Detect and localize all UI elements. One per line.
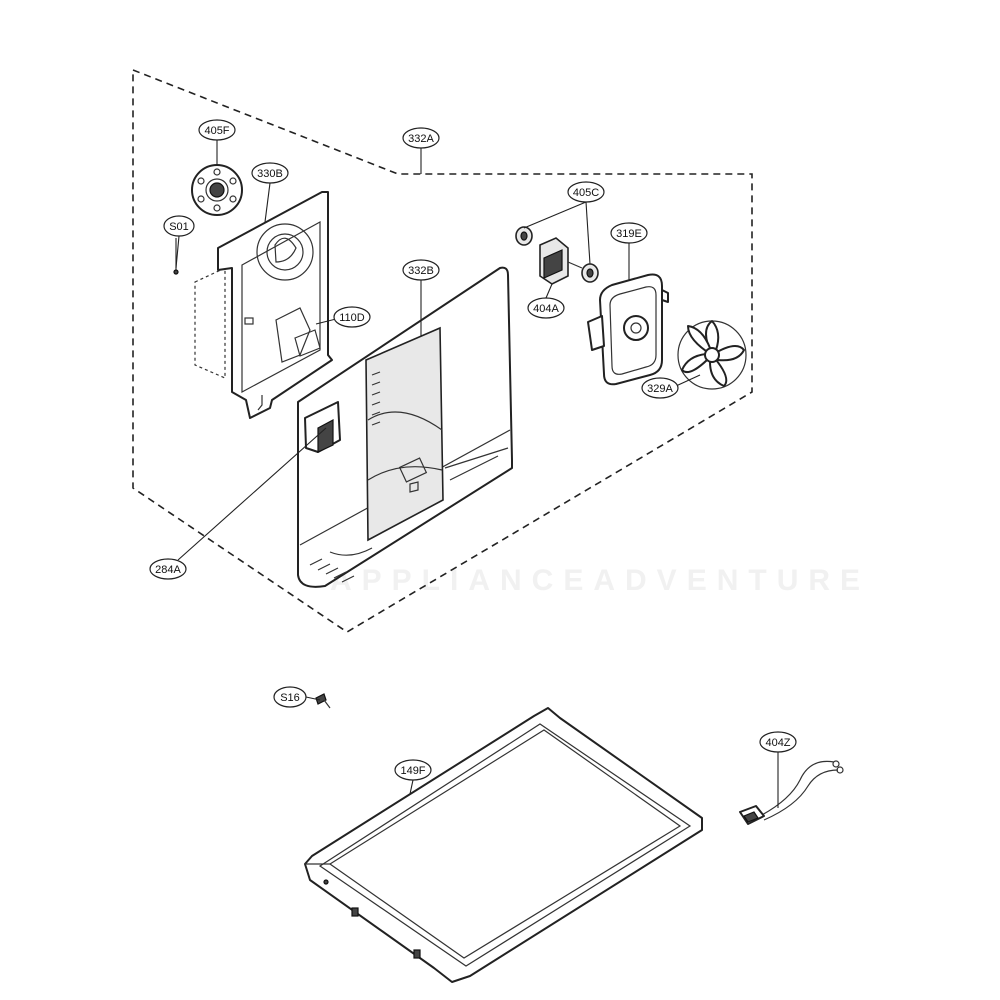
svg-text:284A: 284A xyxy=(155,564,181,576)
phantom-duct xyxy=(194,267,226,379)
callout-319E: 319E xyxy=(610,222,648,244)
callout-404Z: 404Z xyxy=(759,731,797,753)
part-330B-duct-cover xyxy=(217,191,333,419)
svg-text:404Z: 404Z xyxy=(765,737,790,749)
callout-S16: S16 xyxy=(273,686,307,708)
part-149F-shelf-frame xyxy=(304,707,703,983)
watermark-text: APPLIANCEADVENTURE xyxy=(330,564,870,597)
assembly-boundary xyxy=(132,68,753,633)
svg-text:332B: 332B xyxy=(408,265,434,277)
svg-text:S16: S16 xyxy=(280,692,300,704)
callout-404A: 404A xyxy=(527,297,565,319)
callout-330B: 330B xyxy=(251,162,289,184)
callout-332B: 332B xyxy=(402,259,440,281)
leader-lines xyxy=(175,140,779,808)
part-404A-motor xyxy=(539,237,583,285)
svg-text:110D: 110D xyxy=(339,312,365,324)
callout-329A: 329A xyxy=(641,377,679,399)
cover-vent-slots xyxy=(371,371,381,426)
svg-text:405C: 405C xyxy=(573,187,599,199)
part-405C-bearing-caps xyxy=(515,226,599,283)
callout-110D: 110D xyxy=(333,306,371,328)
svg-text:149F: 149F xyxy=(400,765,425,777)
svg-text:404A: 404A xyxy=(533,303,559,315)
callout-405C: 405C xyxy=(567,181,605,203)
svg-text:332A: 332A xyxy=(408,133,434,145)
callout-332A: 332A xyxy=(402,127,440,149)
part-S16-screw xyxy=(315,693,331,709)
svg-text:329A: 329A xyxy=(647,383,673,395)
part-319E-motor-housing xyxy=(587,273,669,386)
callout-S01: S01 xyxy=(163,215,195,237)
part-332B-main-cover xyxy=(297,266,513,588)
callout-405F: 405F xyxy=(198,119,236,141)
part-329A-fan-blade xyxy=(677,320,747,390)
part-404Z-wire-harness xyxy=(739,760,844,825)
svg-text:330B: 330B xyxy=(257,168,283,180)
callout-284A: 284A xyxy=(149,558,187,580)
svg-text:405F: 405F xyxy=(204,125,229,137)
svg-text:S01: S01 xyxy=(169,221,189,233)
callout-149F: 149F xyxy=(394,759,432,781)
part-405F-plate xyxy=(191,164,243,216)
svg-text:319E: 319E xyxy=(616,228,642,240)
cover-bottom-ribs xyxy=(309,447,509,583)
